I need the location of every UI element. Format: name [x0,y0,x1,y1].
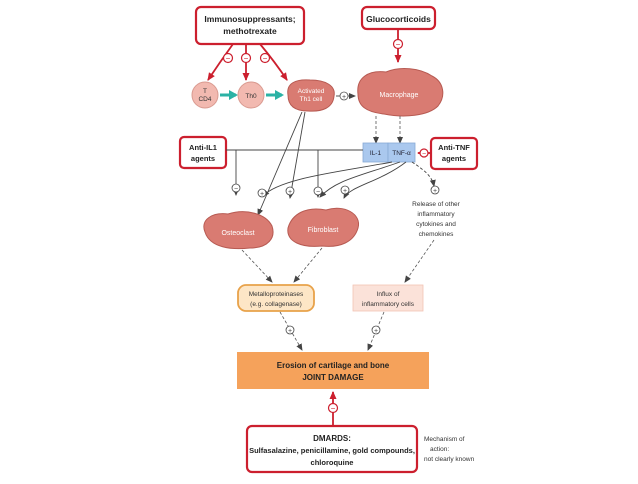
erosion-box: Erosion of cartilage and bone JOINT DAMA… [237,352,429,389]
immunosuppressants-line2: methotrexate [223,26,277,36]
svg-text:Activated: Activated [298,88,325,95]
activate-sign-th1-macrophage: + [339,91,349,101]
svg-text:DMARDS:: DMARDS: [313,434,351,443]
svg-text:+: + [288,328,292,335]
dmards-box: DMARDS: Sulfasalazine, penicillamine, go… [245,424,419,474]
il1-box: IL-1 [362,142,389,163]
t-cd4-cell: T CD4 [191,81,219,109]
inhibit-sign-anti-tnf: − [419,148,429,158]
svg-text:−: − [396,40,401,49]
svg-text:inflammatory cells: inflammatory cells [362,301,415,308]
svg-text:+: + [260,191,264,198]
th0-cell: Th0 [237,81,265,109]
mechanism-note: Mechanism of action: not clearly known [424,436,475,463]
anti-tnf-box: Anti-TNF agents [429,136,479,171]
inhibit-sign-1: − [222,52,234,64]
immunosuppressants-line1: Immunosuppressants; [204,14,295,24]
influx-box: Influx of inflammatory cells [352,284,424,312]
svg-text:T: T [203,88,207,95]
cytokine-pathway-lines [226,111,436,216]
pathway-sign-minus-1: − [231,183,241,193]
svg-text:Metalloproteinases: Metalloproteinases [249,291,304,298]
inhibit-sign-3: − [259,52,271,64]
svg-text:+: + [343,188,347,195]
metalloproteinases-box: Metalloproteinases (e.g. collagenase) [237,284,315,312]
svg-text:−: − [422,151,426,158]
glucocorticoids-label: Glucocorticoids [366,14,431,24]
svg-text:chemokines: chemokines [419,231,454,238]
svg-text:+: + [433,188,437,195]
svg-text:IL-1: IL-1 [370,150,382,157]
svg-text:Anti-IL1: Anti-IL1 [189,143,217,152]
fibroblast-cell: Fibroblast [287,207,360,247]
svg-text:−: − [316,189,320,196]
inhibit-sign-4: − [392,38,404,50]
svg-text:inflammatory: inflammatory [417,211,455,218]
svg-text:+: + [288,189,292,196]
pathway-sign-plus-5: + [285,325,295,335]
osteoclast-cell: Osteoclast [203,211,274,250]
svg-text:Sulfasalazine, penicillamine,: Sulfasalazine, penicillamine, gold compo… [249,446,415,455]
svg-text:CD4: CD4 [198,96,211,103]
svg-text:Mechanism of: Mechanism of [424,436,465,443]
svg-text:Erosion of cartilage and bone: Erosion of cartilage and bone [277,361,390,370]
svg-text:+: + [374,328,378,335]
svg-text:−: − [244,54,249,63]
anti-il1-box: Anti-IL1 agents [178,135,228,170]
svg-text:chloroquine: chloroquine [311,458,354,467]
svg-text:cytokines and: cytokines and [416,221,456,228]
svg-text:TNF-α: TNF-α [392,150,411,157]
svg-text:−: − [234,186,238,193]
glucocorticoids-box: Glucocorticoids [360,5,437,31]
pathway-sign-plus-4: + [430,185,440,195]
svg-text:Influx of: Influx of [377,291,400,298]
svg-text:−: − [263,54,268,63]
svg-text:JOINT DAMAGE: JOINT DAMAGE [302,373,364,382]
pathway-sign-minus-2: − [313,186,323,196]
svg-text:Th0: Th0 [245,93,257,100]
svg-text:agents: agents [442,154,466,163]
svg-text:−: − [226,54,231,63]
svg-text:+: + [342,94,346,101]
svg-text:Th1 cell: Th1 cell [300,96,323,103]
tnf-box: TNF-α [387,142,416,163]
pathway-sign-plus-1: + [257,188,267,198]
svg-text:Osteoclast: Osteoclast [221,230,254,237]
pathway-sign-plus-2: + [285,186,295,196]
inhibit-sign-dmards: − [327,402,339,414]
svg-text:−: − [331,404,336,413]
svg-text:action:: action: [430,446,449,453]
svg-text:agents: agents [191,154,215,163]
immunosuppressants-box: Immunosuppressants; methotrexate [194,5,306,46]
activated-th1-cell: Activated Th1 cell [287,79,335,112]
inhibit-sign-2: − [240,52,252,64]
svg-text:Macrophage: Macrophage [380,92,419,99]
svg-text:Release of other: Release of other [412,201,461,208]
dashed-to-metallo-influx [241,239,435,283]
svg-text:not clearly known: not clearly known [424,456,475,463]
macrophage-cell: Macrophage [357,68,444,117]
svg-text:Fibroblast: Fibroblast [308,227,339,234]
release-cytokines-text: Release of other inflammatory cytokines … [412,201,461,238]
immunosuppressant-inhibition-arrows [207,29,402,81]
pathway-sign-plus-3: + [340,185,350,195]
svg-text:(e.g. collagenase): (e.g. collagenase) [250,301,302,308]
svg-text:Anti-TNF: Anti-TNF [438,143,470,152]
to-erosion-arrows [279,311,385,351]
pathway-sign-plus-6: + [371,325,381,335]
